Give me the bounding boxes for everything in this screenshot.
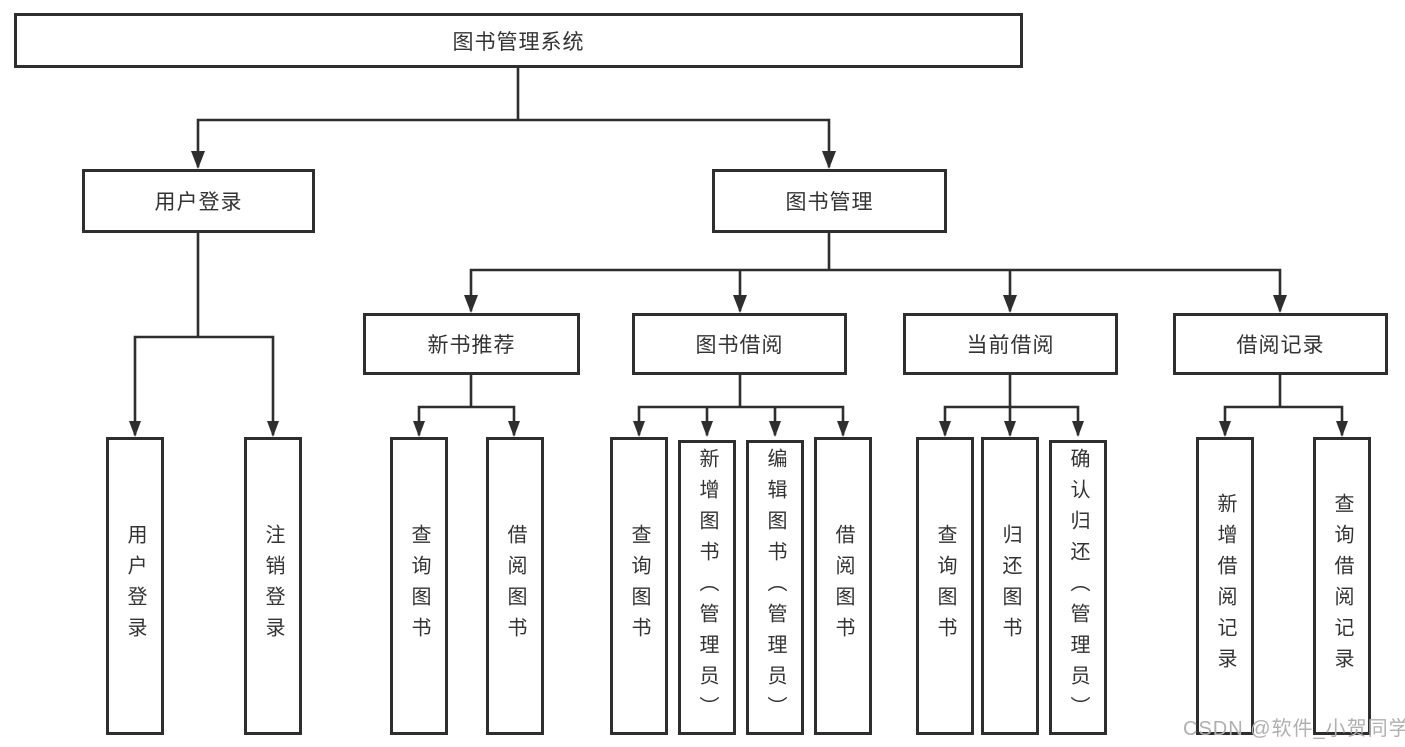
- arrow-down-icon: [191, 151, 205, 169]
- node-label: 当前借阅: [966, 334, 1055, 357]
- node-label: 归还图书: [999, 524, 1021, 648]
- node-current-borrowing: 当前借阅: [903, 313, 1118, 375]
- node-label: 注销登录: [262, 524, 284, 648]
- node-label: 图书借阅: [695, 334, 784, 357]
- arrow-down-icon: [769, 421, 781, 437]
- leaf-borrow-books-recommend: 借阅图书: [486, 437, 544, 735]
- node-library-management-system: 图书管理系统: [14, 13, 1023, 68]
- arrow-down-icon: [633, 421, 645, 437]
- node-new-book-recommend: 新书推荐: [363, 313, 580, 375]
- leaf-logout-login: 注销登录: [244, 437, 302, 735]
- connector-userlogin-to-leaves: [133, 231, 275, 436]
- connector-records-to-leaves: [1223, 373, 1344, 436]
- leaf-user-login: 用户登录: [106, 437, 164, 735]
- node-user-login: 用户登录: [82, 169, 315, 233]
- node-label: 用户登录: [154, 191, 243, 214]
- arrow-down-icon: [508, 421, 520, 437]
- node-label: 查询图书: [408, 524, 430, 648]
- leaf-add-borrow-record: 新增借阅记录: [1196, 437, 1254, 735]
- node-label: 新增借阅记录: [1214, 493, 1236, 679]
- arrow-down-icon: [733, 295, 747, 313]
- node-label: 查询图书: [934, 524, 956, 648]
- node-label: 图书管理: [785, 191, 874, 214]
- leaf-query-books-recommend: 查询图书: [390, 437, 448, 735]
- arrow-down-icon: [1219, 421, 1231, 437]
- node-label: 查询借阅记录: [1331, 493, 1353, 679]
- node-book-borrowing: 图书借阅: [632, 313, 847, 375]
- leaf-query-books-borrowing: 查询图书: [610, 437, 668, 735]
- csdn-watermark: CSDN @软件_小贺同学: [1183, 718, 1405, 740]
- connector-borrowing-to-leaves: [637, 373, 845, 436]
- arrow-down-icon: [267, 421, 279, 437]
- leaf-add-books-admin: 新增图书（管理员）: [678, 440, 736, 735]
- connector-current-to-leaves: [943, 373, 1080, 436]
- node-label: 用户登录: [124, 524, 146, 648]
- node-label: 新增图书（管理员）: [696, 448, 718, 727]
- leaf-confirm-return-admin: 确认归还（管理员）: [1049, 440, 1107, 735]
- node-label: 借阅图书: [832, 524, 854, 648]
- leaf-borrow-books-borrowing: 借阅图书: [814, 437, 872, 735]
- arrow-down-icon: [939, 421, 951, 437]
- arrow-down-icon: [1273, 295, 1287, 313]
- node-label: 查询图书: [628, 524, 650, 648]
- connector-bookmgmt-to-level3: [469, 231, 1282, 312]
- node-label: 借阅记录: [1236, 334, 1325, 357]
- arrow-down-icon: [1072, 421, 1084, 437]
- node-label: 确认归还（管理员）: [1067, 448, 1089, 727]
- leaf-query-books-current: 查询图书: [916, 437, 974, 735]
- arrow-down-icon: [464, 295, 478, 313]
- node-label: 编辑图书（管理员）: [764, 448, 786, 727]
- leaf-edit-books-admin: 编辑图书（管理员）: [746, 440, 804, 735]
- arrow-down-icon: [413, 421, 425, 437]
- arrow-down-icon: [1003, 295, 1017, 313]
- leaf-query-borrow-record: 查询借阅记录: [1313, 437, 1371, 735]
- node-label: 新书推荐: [427, 334, 516, 357]
- node-label: 借阅图书: [504, 524, 526, 648]
- node-label: 图书管理系统: [452, 30, 585, 54]
- node-book-management: 图书管理: [712, 169, 947, 233]
- arrow-down-icon: [129, 421, 141, 437]
- arrow-down-icon: [837, 421, 849, 437]
- arrow-down-icon: [701, 421, 713, 437]
- connector-recommend-to-leaves: [417, 373, 516, 436]
- node-borrowing-records: 借阅记录: [1173, 313, 1388, 375]
- arrowheads: [129, 151, 1348, 437]
- arrow-down-icon: [1336, 421, 1348, 437]
- arrow-down-icon: [1004, 421, 1016, 437]
- leaf-return-books: 归还图书: [981, 437, 1039, 735]
- arrow-down-icon: [822, 151, 836, 169]
- connector-root-to-level2: [196, 66, 831, 168]
